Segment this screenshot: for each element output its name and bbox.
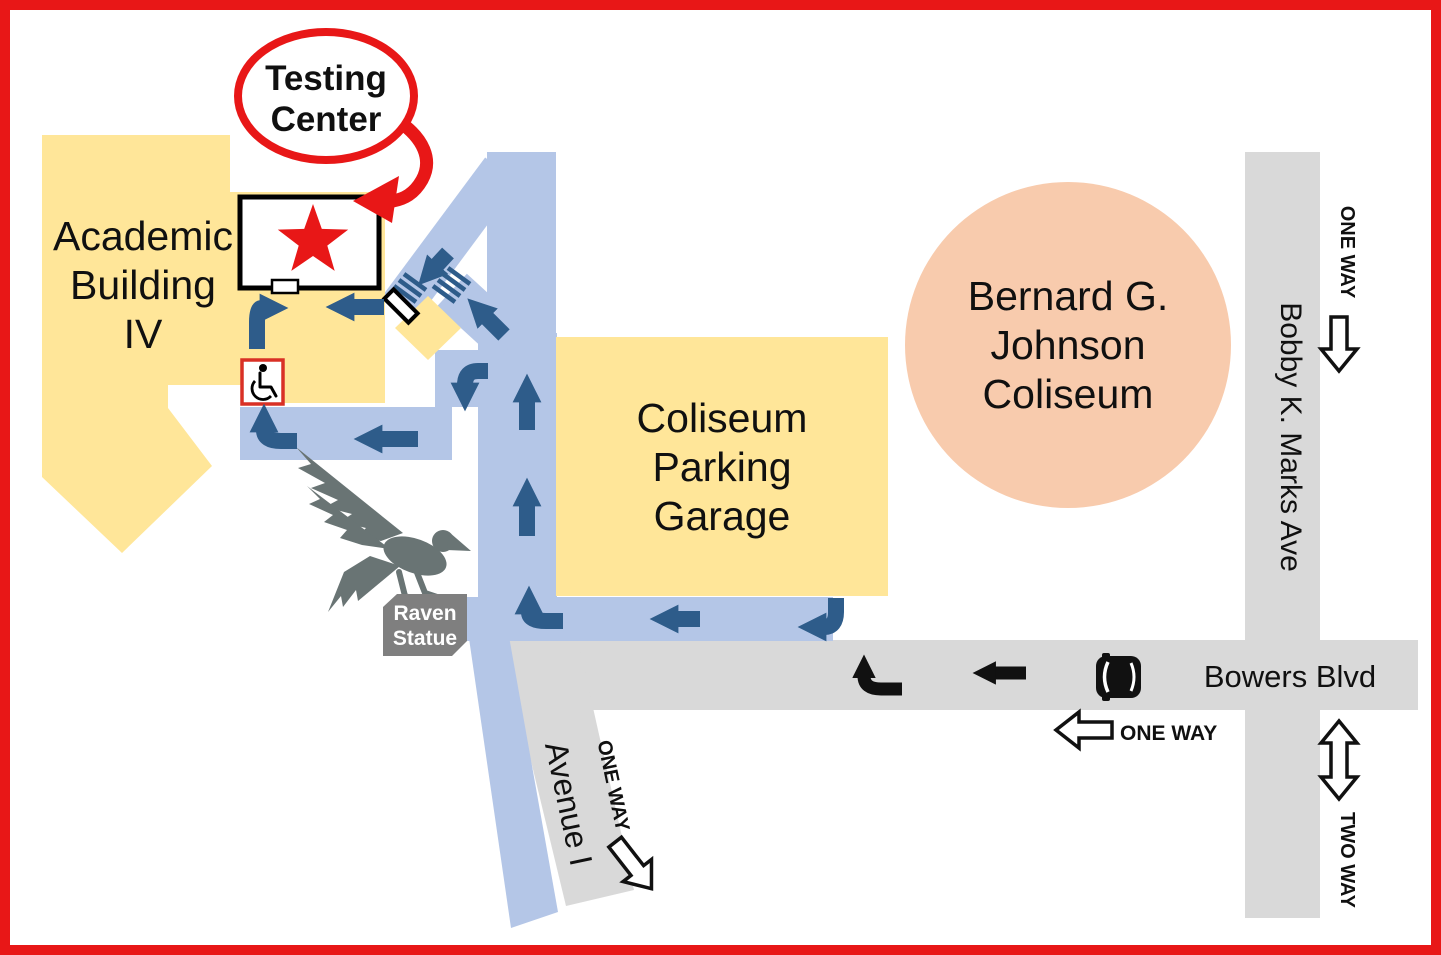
- one-way-arrow-bowers: [1053, 708, 1114, 752]
- one-way-label-bowers: ONE WAY: [1120, 722, 1217, 745]
- walk-arrow-up-stairs: [467, 298, 510, 341]
- two-way-label-bobby-marks: TWO WAY: [1336, 812, 1358, 909]
- bowers-blvd-label: Bowers Blvd: [1204, 659, 1376, 694]
- coliseum-label-line2: Johnson: [990, 322, 1145, 368]
- callout-oval: [234, 28, 418, 164]
- callout-label-line2: Center: [271, 100, 382, 139]
- testing-center-callout: Testing Center: [234, 28, 433, 223]
- road-avenue-i: [502, 641, 634, 906]
- two-way-arrow-bobby-marks: [1317, 718, 1361, 802]
- raven-statue-label-line2: Statue: [393, 627, 457, 650]
- drive-arrow-into-dropoff: [450, 363, 488, 412]
- raven-statue-label-line1: Raven: [393, 602, 456, 625]
- callout-arrow-curve: [386, 113, 433, 208]
- raven-statue-icon: [296, 447, 471, 612]
- parking-garage-label-line1: Coliseum: [637, 395, 808, 441]
- drive-arrow-turn-north: [514, 585, 563, 629]
- garage-south-drive: [463, 597, 833, 641]
- drive-arrow-to-accessible-entrance: [249, 403, 297, 449]
- walk-arrow-down-stairs: [418, 247, 454, 286]
- bowers-turn-right-arrow: [852, 654, 902, 696]
- academic-building-label-line1: Academic: [53, 213, 233, 259]
- car-icon: [1096, 653, 1141, 701]
- avenue-i-west-lane: [463, 597, 558, 928]
- parking-garage-label-line3: Garage: [654, 493, 791, 539]
- one-way-arrow-avenue-i: [606, 834, 654, 891]
- academic-building-label-line2: Building: [70, 262, 216, 308]
- road-bobby-k-marks: [1245, 152, 1320, 918]
- coliseum-parking-garage-shape: [556, 337, 888, 596]
- room-door-marker: [270, 278, 300, 295]
- testing-center-star-icon: [277, 204, 349, 271]
- bobby-marks-ave-label: Bobby K. Marks Ave: [1274, 302, 1307, 572]
- entrance-door-marker: [381, 286, 421, 326]
- raven-statue-label-box: [383, 594, 467, 656]
- road-bowers-blvd: [502, 640, 1418, 710]
- parking-garage-label-line2: Parking: [652, 444, 791, 490]
- one-way-arrow-bobby-marks: [1317, 315, 1361, 374]
- coliseum-label-line3: Coliseum: [983, 371, 1154, 417]
- academic-building-label-line3: IV: [124, 311, 163, 357]
- walk-arrow-accessible-to-door: [249, 293, 289, 349]
- bernard-johnson-coliseum-shape: [905, 182, 1231, 508]
- traffic-direction-arrows: [606, 315, 1361, 891]
- roads-gray: [502, 152, 1418, 918]
- route-arrows: [249, 247, 844, 642]
- callout-arrowhead: [353, 176, 399, 223]
- accessible-entrance: [240, 358, 285, 406]
- wheelchair-icon: [250, 364, 278, 401]
- drive-arrow-enter-loop: [797, 598, 844, 642]
- street-arrows: [852, 654, 1026, 696]
- one-way-label-bobby-marks: ONE WAY: [1336, 206, 1358, 299]
- callout-label-line1: Testing: [265, 59, 387, 98]
- coliseum-label-line1: Bernard G.: [968, 273, 1169, 319]
